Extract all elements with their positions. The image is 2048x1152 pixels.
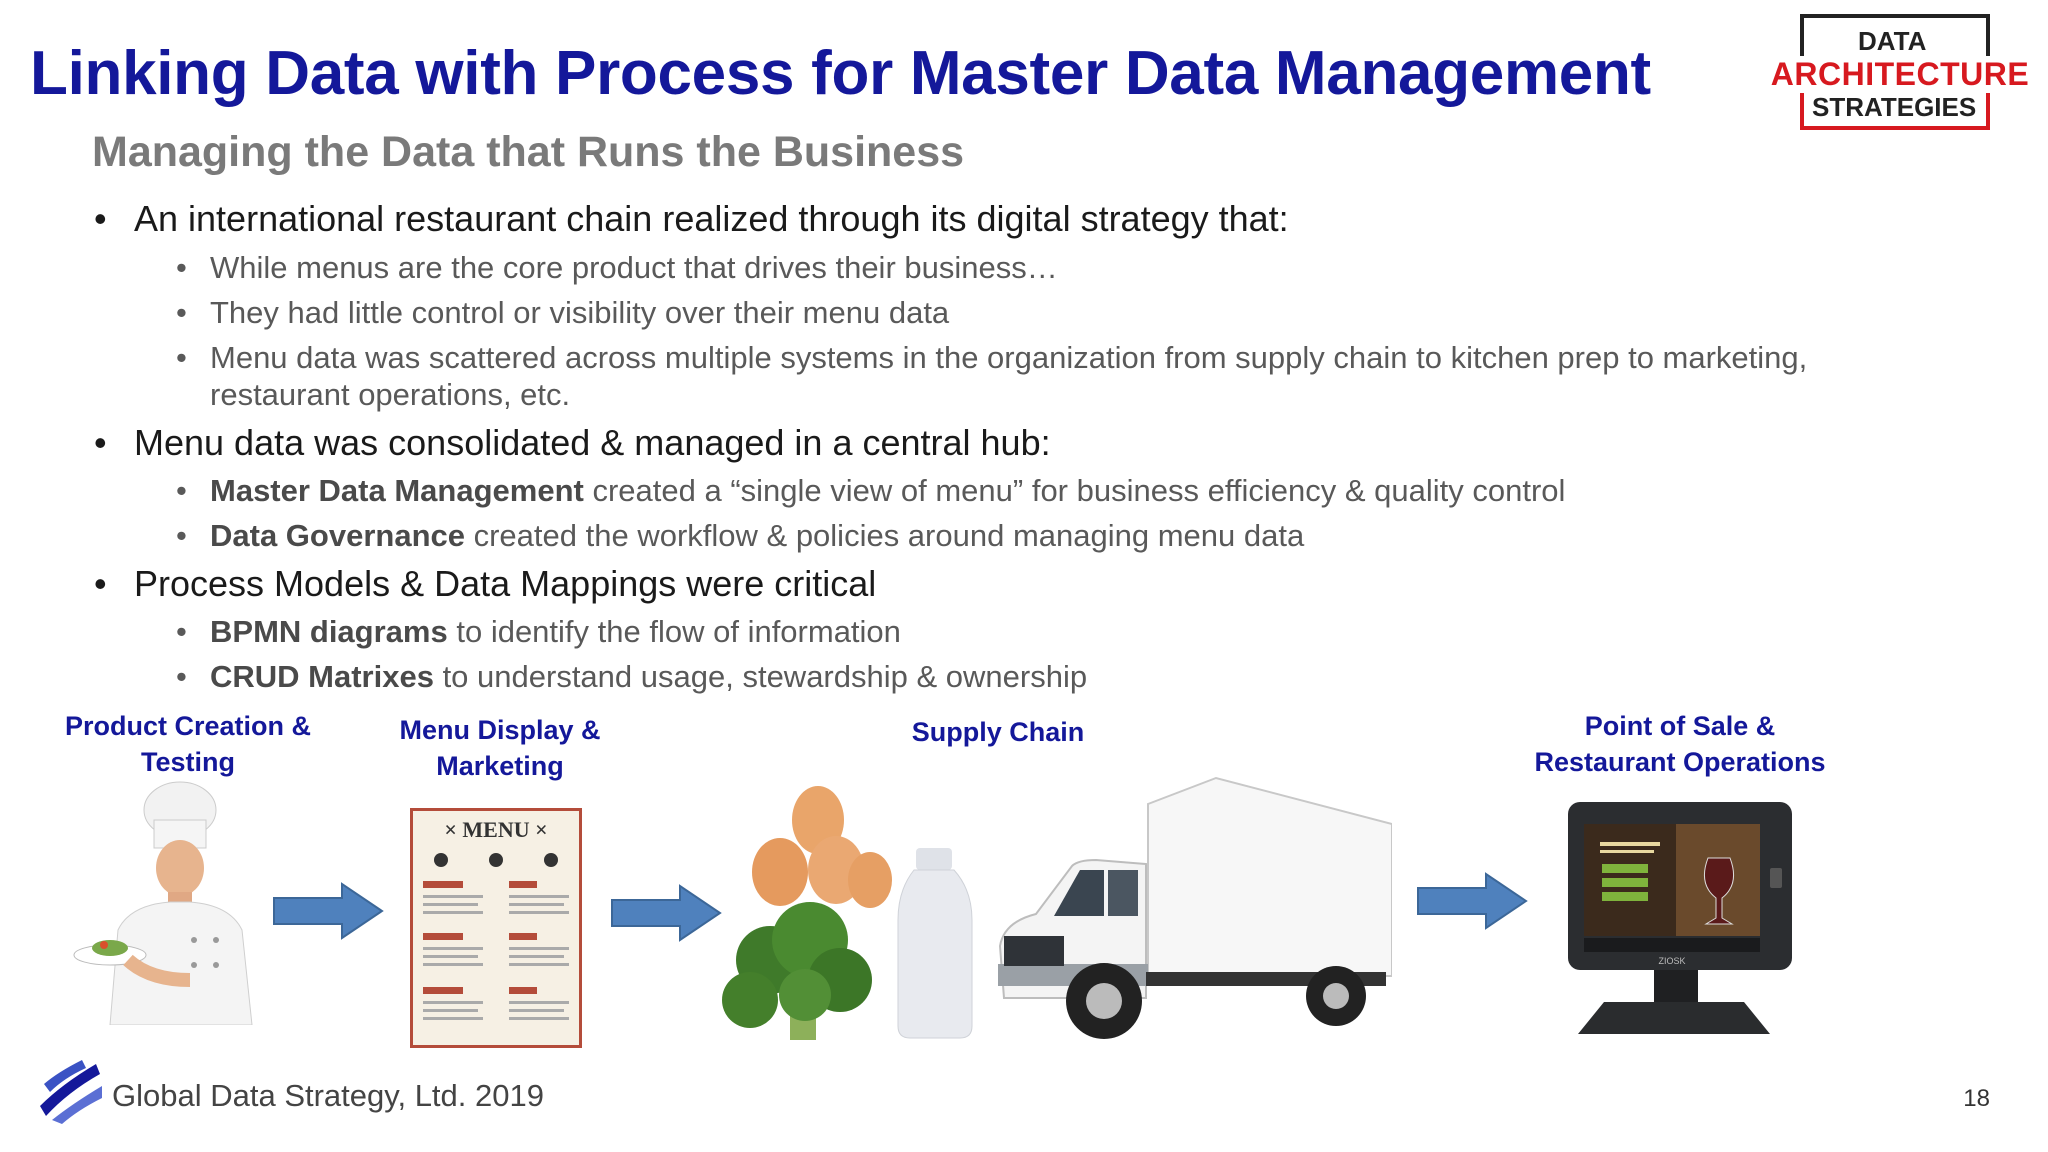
menu-dot-icon <box>488 853 503 867</box>
bullet-text: to understand usage, stewardship & owner… <box>433 659 1088 694</box>
bullet-bold-term: Master Data Management <box>210 473 584 508</box>
flow-arrow-2 <box>611 884 722 942</box>
chef-image <box>73 781 253 1025</box>
step-label-line: Supply Chain <box>911 717 1085 747</box>
global-data-strategy-logo-icon <box>40 1060 102 1124</box>
bullet-text: created the workflow & policies around m… <box>465 518 1305 553</box>
milk-bottle-icon <box>897 848 973 1039</box>
step-label-supply-chain: Supply Chain <box>858 714 1138 750</box>
bullet-bold-term: Data Governance <box>210 518 465 553</box>
menu-heading-text: MENU <box>462 817 530 842</box>
bullet-level1: Process Models & Data Mappings were crit… <box>94 563 876 605</box>
delivery-truck-image <box>998 776 1392 1039</box>
bullet-level2: Menu data was scattered across multiple … <box>176 340 1807 376</box>
bullet-level2: CRUD Matrixes to understand usage, stewa… <box>176 659 1088 695</box>
menu-image: × MENU × <box>410 808 582 1048</box>
step-label-menu-display: Menu Display & Marketing <box>360 712 640 784</box>
slide-subtitle: Managing the Data that Runs the Business <box>92 128 965 176</box>
bullet-continuation-text: restaurant operations, etc. <box>210 377 571 412</box>
menu-heading: × MENU × <box>444 817 548 842</box>
footer-company: Global Data Strategy, Ltd. 2019 <box>112 1078 544 1113</box>
slide-title: Linking Data with Process for Master Dat… <box>30 39 1651 108</box>
step-label-line: Testing <box>141 747 235 777</box>
bullet-bold-term: BPMN diagrams <box>210 614 448 649</box>
broccoli-icon <box>722 902 872 1040</box>
step-label-line: Product Creation & <box>64 711 312 741</box>
bullet-level2: Master Data Management created a “single… <box>176 473 1566 509</box>
groceries-image <box>722 786 973 1040</box>
page-number: 18 <box>1963 1085 1990 1112</box>
bullet-text: to identify the flow of information <box>447 614 901 649</box>
flow-arrow-1 <box>273 882 384 940</box>
menu-lines-graphic <box>423 881 569 1020</box>
menu-icons <box>413 853 579 867</box>
data-architecture-strategies-logo: DATA ARCHITECTURE STRATEGIES <box>1760 12 2040 136</box>
bullet-text: created a “single view of menu” for busi… <box>583 473 1566 508</box>
step-label-point-of-sale: Point of Sale & Restaurant Operations <box>1480 708 1880 780</box>
logo-line-3: STRATEGIES <box>1812 92 1977 122</box>
bullet-level1: Menu data was consolidated & managed in … <box>94 422 1051 464</box>
step-label-line: Restaurant Operations <box>1534 747 1826 777</box>
menu-dot-icon <box>544 853 559 867</box>
flow-arrow-3 <box>1417 872 1528 930</box>
bullet-level2: While menus are the core product that dr… <box>176 250 1058 286</box>
step-label-line: Marketing <box>436 751 564 781</box>
step-label-product-creation: Product Creation & Testing <box>48 708 328 780</box>
bullet-level2: BPMN diagrams to identify the flow of in… <box>176 614 901 650</box>
bullet-level2: Data Governance created the workflow & p… <box>176 518 1305 554</box>
logo-line-2: ARCHITECTURE <box>1760 56 2040 93</box>
kiosk-brand-text: ZIOSK <box>1658 956 1685 966</box>
bullet-continuation: restaurant operations, etc. <box>210 377 570 413</box>
step-label-line: Point of Sale & <box>1584 711 1776 741</box>
bullet-level2: They had little control or visibility ov… <box>176 295 949 331</box>
logo-line-1: DATA <box>1858 26 1927 56</box>
eggs-icon <box>752 786 892 908</box>
pos-kiosk-image: ZIOSK <box>1568 802 1792 1034</box>
bullet-bold-term: CRUD Matrixes <box>210 659 434 694</box>
bullet-level1: An international restaurant chain realiz… <box>94 198 1289 240</box>
step-label-line: Menu Display & <box>399 715 601 745</box>
menu-dot-icon <box>433 853 448 867</box>
